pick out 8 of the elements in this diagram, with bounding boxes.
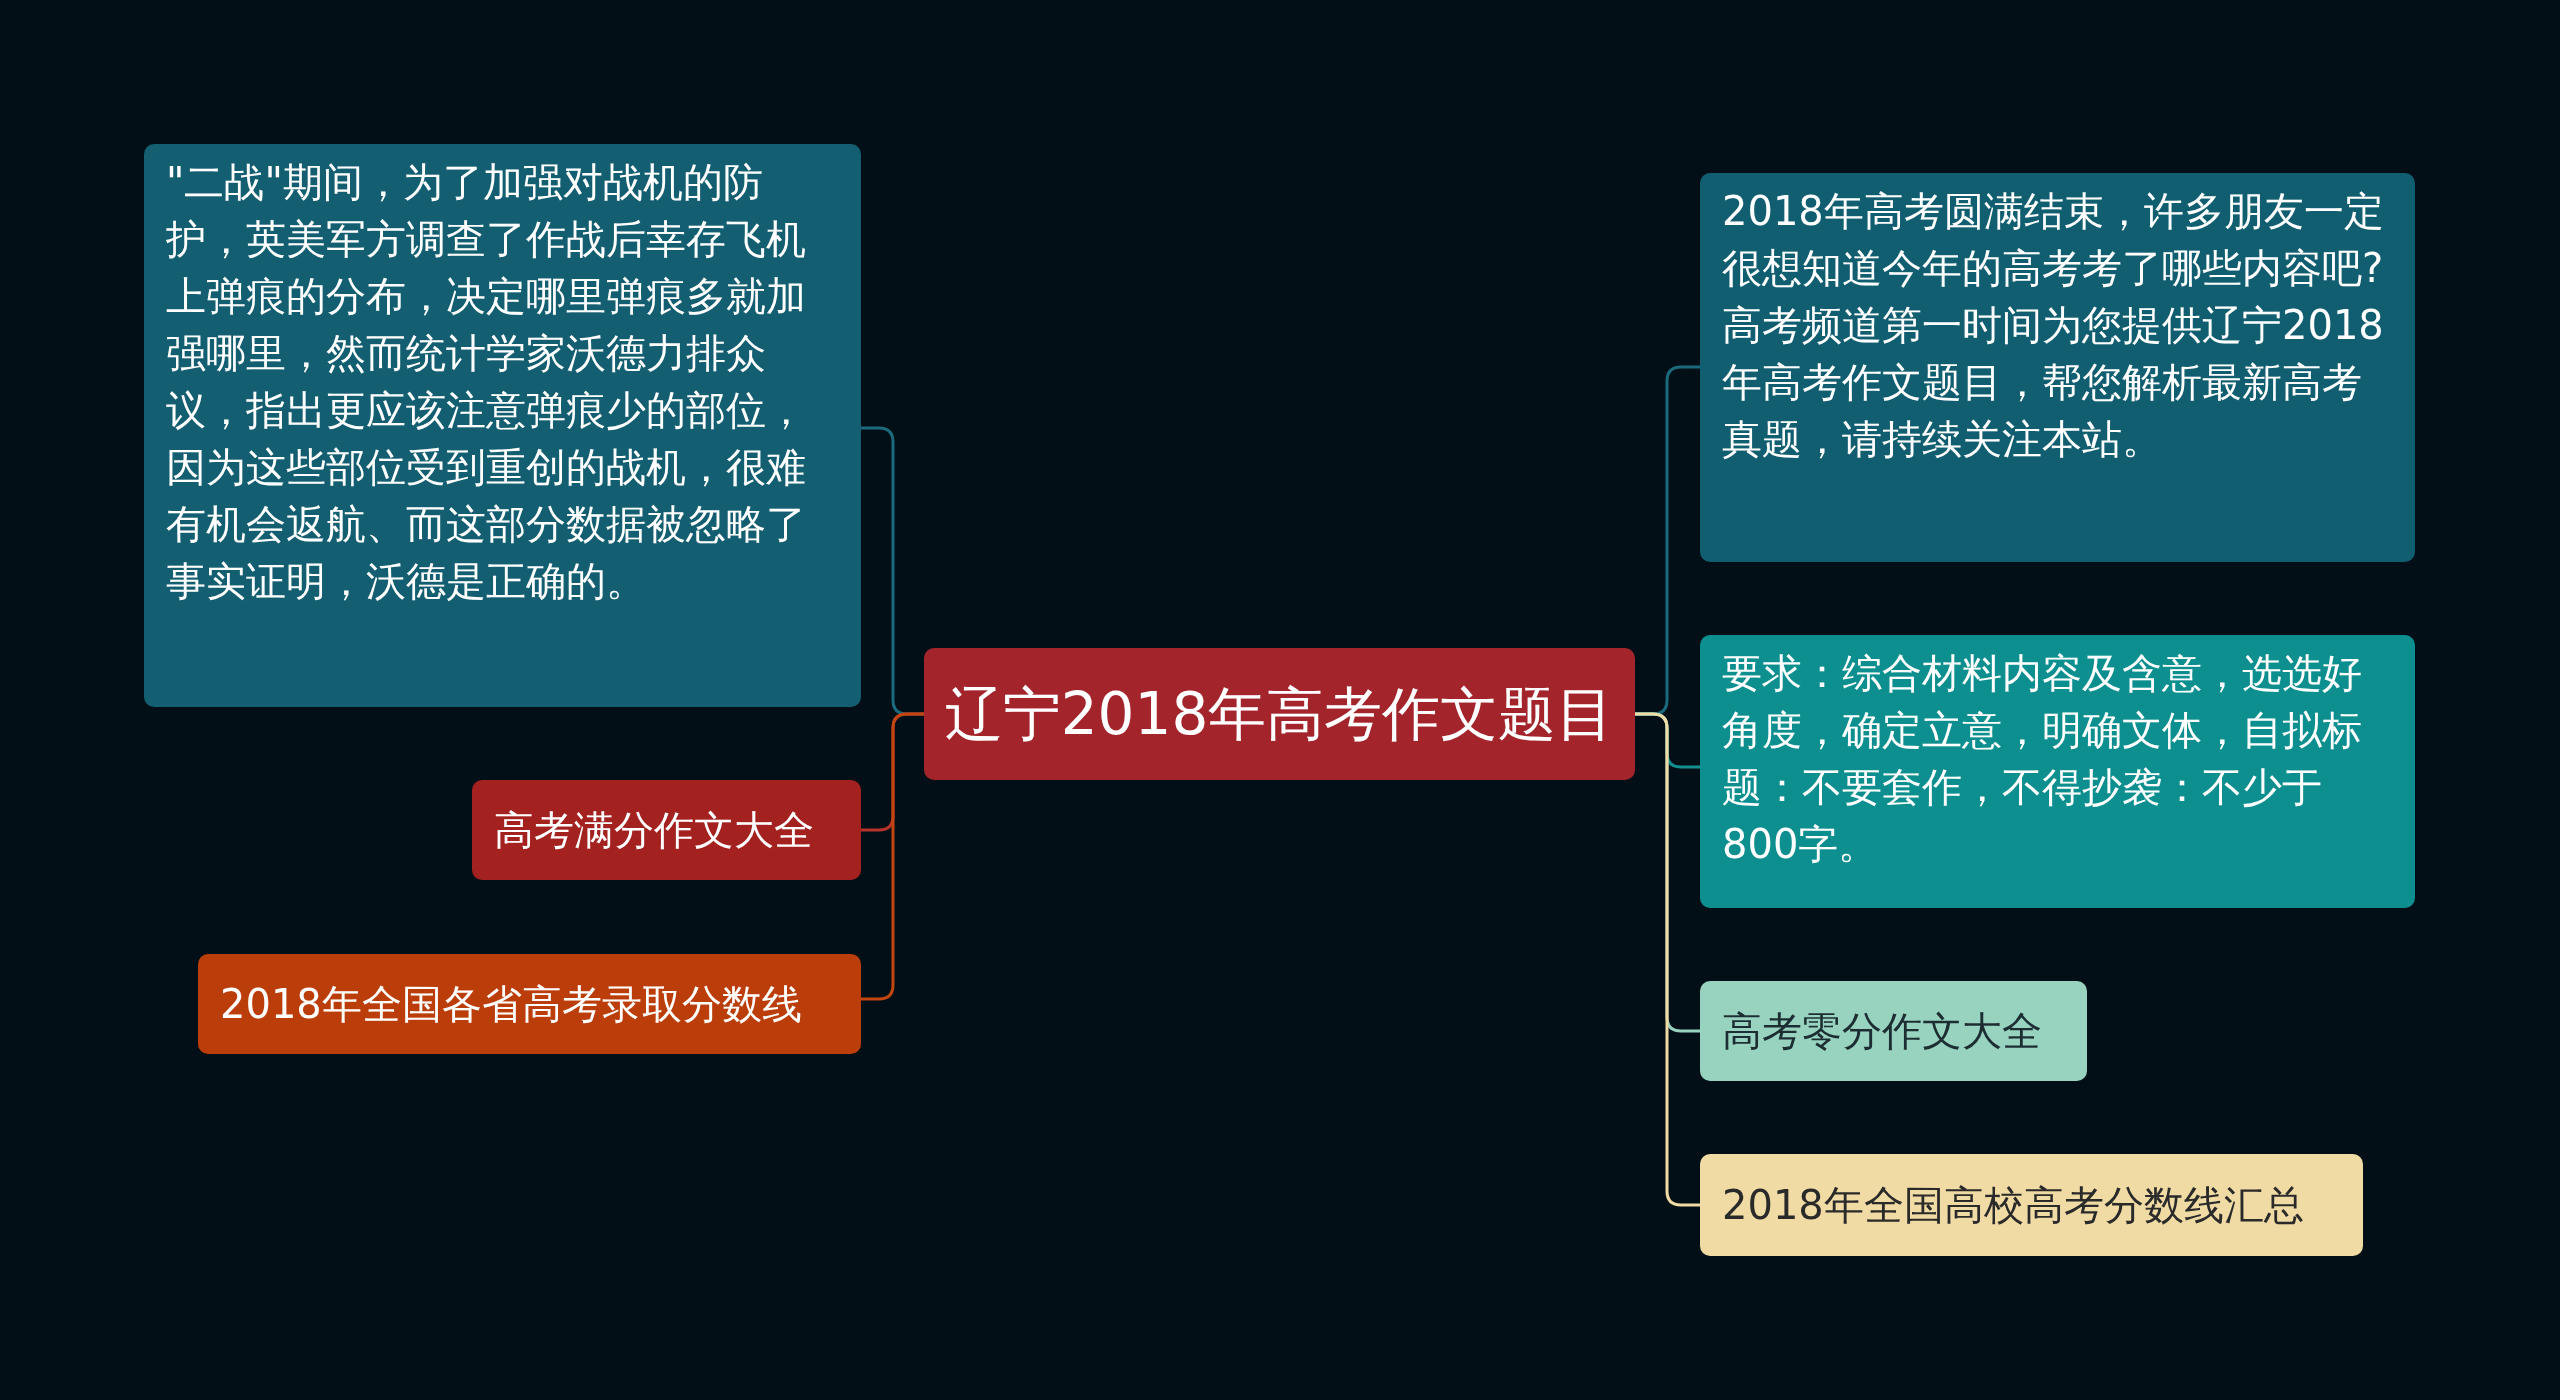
topic-box: 2018年全国高校高考分数线汇总 — [1700, 1154, 2363, 1256]
central-topic-box: 辽宁2018年高考作文题目 — [924, 648, 1635, 780]
topic-box: 2018年高考圆满结束，许多朋友一定很想知道今年的高考考了哪些内容吧?高考频道第一时间为您提供辽宁2018年高考作文题目，帮您解析最新高考真题，请持续关注本站。 — [1700, 173, 2415, 562]
topic-box: 2018年全国各省高考录取分数线 — [198, 954, 861, 1054]
topic-box: 高考满分作文大全 — [472, 780, 861, 880]
topic-box: "二战"期间，为了加强对战机的防护，英美军方调查了作战后幸存飞机上弹痕的分布，决定哪里弹痕多就加强哪里，然而统计学家沃德力排众议，指出更应该注意弹痕少的部位，因为这些部位受到重创的战机，很难有机会返航、而这部分数据被忽略了事实证明，沃德是正确的。 — [144, 144, 861, 707]
topic-box: 高考零分作文大全 — [1700, 981, 2087, 1081]
topic-box: 要求：综合材料内容及含意，选选好角度，确定立意，明确文体，自拟标题：不要套作，不得抄袭：不少于800字。 — [1700, 635, 2415, 908]
